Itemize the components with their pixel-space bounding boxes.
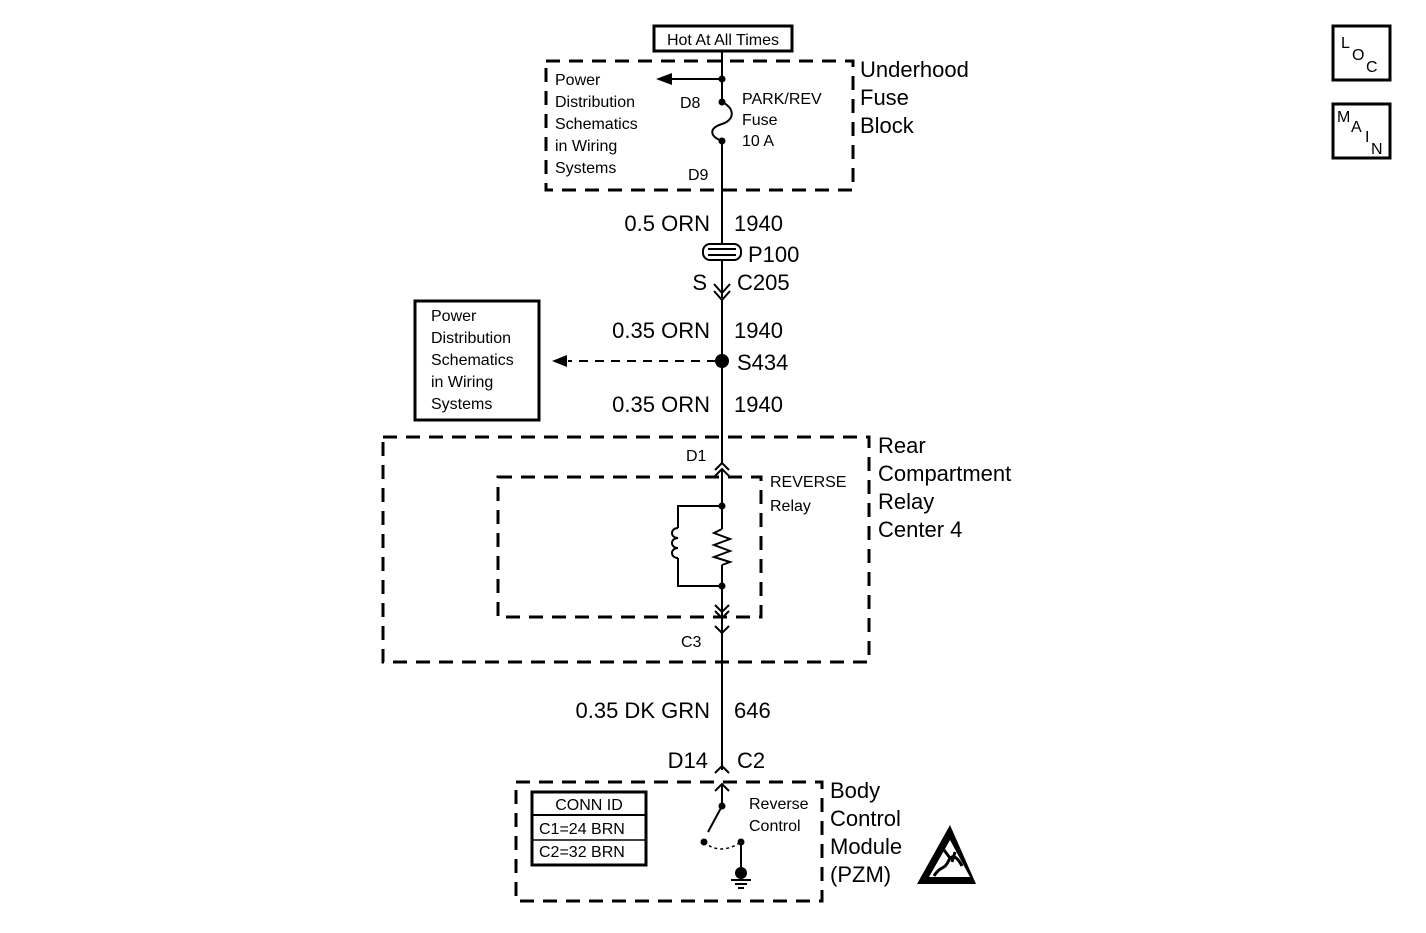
conn-id-title: CONN ID [555, 797, 623, 814]
connector-chevron-icon [714, 764, 730, 774]
pin-d1: D1 [686, 448, 707, 465]
wire3-circuit: 1940 [734, 392, 783, 417]
connector-p100-label: P100 [748, 242, 799, 267]
reverse-relay-outline [496, 475, 763, 619]
pin-c3: C3 [681, 634, 702, 651]
esd-warning-icon [917, 825, 976, 884]
wire2-gauge-color: 0.35 ORN [612, 318, 710, 343]
wire4-gauge-color: 0.35 DK GRN [576, 698, 711, 723]
source-label: Hot At All Times [667, 32, 779, 49]
fuse-symbol-icon [711, 101, 733, 142]
resistor-icon [710, 528, 734, 566]
main-button[interactable]: M A I N [1331, 102, 1392, 160]
splice-arrow-head-icon [552, 355, 567, 367]
conn-id-row: C1=24 BRN [539, 821, 625, 838]
fuse-block-outline [544, 59, 855, 192]
connector-c205-side: S [692, 270, 707, 295]
wire2-circuit: 1940 [734, 318, 783, 343]
wire1-circuit: 1940 [734, 211, 783, 236]
wire1-gauge-color: 0.5 ORN [624, 211, 710, 236]
conn-id-row: C2=32 BRN [539, 844, 625, 861]
wire4-circuit: 646 [734, 698, 771, 723]
svg-text:A: A [1351, 119, 1362, 136]
ground-terminal-dot [735, 867, 747, 879]
pin-d8: D8 [680, 95, 701, 112]
connector-chevron-icon [713, 283, 731, 295]
svg-text:I: I [1365, 129, 1369, 146]
connector-chevron-icon [714, 604, 730, 614]
relay-coil-icon [671, 527, 679, 559]
relay-center-name: Rear Compartment Relay Center 4 [878, 433, 1017, 542]
splice-reference-box[interactable] [413, 299, 541, 422]
switch-link-dashed [703, 841, 742, 850]
loc-button[interactable]: L O C [1331, 24, 1392, 82]
ground-icon [731, 879, 751, 889]
fuse-block-name: Underhood Fuse Block [860, 57, 975, 138]
wire3-gauge-color: 0.35 ORN [612, 392, 710, 417]
fuse-block-reference[interactable]: Power Distribution Schematics in Wiring … [555, 72, 642, 177]
junction-dot [718, 75, 726, 83]
fuse-label: PARK/REV Fuse 10 A [742, 91, 826, 150]
bcm-outline [514, 780, 824, 903]
conn-id-table: CONN ID C1=24 BRN C2=32 BRN [530, 790, 648, 867]
connector-c205-label: C205 [737, 270, 790, 295]
pin-d9: D9 [688, 167, 709, 184]
pin-d14: D14 [668, 748, 708, 773]
splice-s434-dot [715, 354, 729, 368]
relay-center-outline [381, 435, 871, 664]
relay-coil-wire [677, 505, 722, 528]
svg-text:N: N [1371, 141, 1383, 158]
svg-text:M: M [1337, 109, 1350, 126]
svg-text:O: O [1352, 47, 1364, 64]
splice-reference[interactable]: Power Distribution Schematics in Wiring … [431, 308, 518, 413]
connector-chevron-icon [714, 461, 730, 471]
switch-blade-icon [707, 805, 723, 833]
svg-text:C: C [1366, 59, 1378, 76]
switch-label: Reverse Control [749, 796, 813, 835]
connector-p100-icon [702, 243, 742, 261]
fuse-ref-arrow-head-icon [656, 73, 672, 85]
connector-chevron-icon [714, 782, 730, 792]
pin-c2: C2 [737, 748, 765, 773]
splice-label: S434 [737, 350, 788, 375]
svg-text:L: L [1341, 35, 1350, 52]
reverse-relay-label: REVERSE Relay [770, 474, 851, 515]
bcm-name: Body Control Module (PZM) [830, 778, 908, 887]
relay-coil-wire [677, 558, 722, 587]
